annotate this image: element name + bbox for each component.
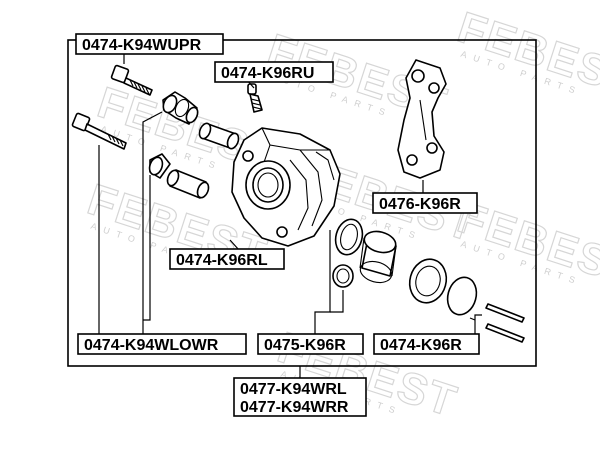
label-text: 0477-K94WRL: [240, 381, 347, 398]
watermark-layer: FEBEST AUTO PARTS FEBEST AUTO PARTS FEBE…: [81, 2, 600, 427]
label-lower-pin-bolt: 0474-K94WLOWR: [77, 333, 247, 355]
lower-slide-pin-part: [148, 153, 210, 199]
upper-pin-bolt-part: [110, 64, 153, 96]
label-bracket: 0476-K96R: [372, 192, 478, 214]
diagram-frame: [67, 39, 537, 367]
guide-pins-part: [485, 303, 525, 343]
label-seal-boot: 0475-K96R: [257, 333, 364, 355]
piston-part: [359, 230, 397, 284]
bleeder-screw-part: [247, 83, 263, 113]
label-text: 0474-K96RU: [221, 65, 314, 82]
o-ring-part: [446, 276, 478, 316]
piston-seal-ring-part: [334, 218, 364, 256]
label-upper-pin-bolt: 0474-K94WUPR: [75, 33, 224, 55]
label-piston-seal: 0474-K96R: [373, 333, 480, 355]
dust-boot-ring-part: [408, 258, 448, 304]
caliper-body-part: [231, 127, 341, 247]
label-caliper-assembly: 0477-K94WRL 0477-K94WRR: [233, 377, 367, 417]
middle-slide-pin-part: [198, 122, 240, 150]
caliper-bracket-part: [397, 59, 447, 179]
label-text: 0477-K94WRR: [240, 399, 349, 416]
label-text: 0475-K96R: [264, 337, 346, 354]
seal-boot-part: [332, 264, 354, 288]
label-text: 0474-K96RL: [176, 252, 268, 269]
lower-pin-bolt-part: [71, 112, 127, 150]
label-bleeder: 0474-K96RU: [214, 61, 334, 83]
upper-slide-pin-part: [162, 91, 199, 125]
watermark: FEBEST AUTO PARTS: [451, 2, 600, 107]
label-text: 0474-K94WUPR: [82, 37, 202, 54]
leader-lines: [98, 52, 482, 378]
label-lower-pin: 0474-K96RL: [169, 248, 285, 270]
label-text: 0474-K96R: [380, 337, 462, 354]
label-text: 0474-K94WLOWR: [84, 337, 219, 354]
label-text: 0476-K96R: [379, 196, 461, 213]
